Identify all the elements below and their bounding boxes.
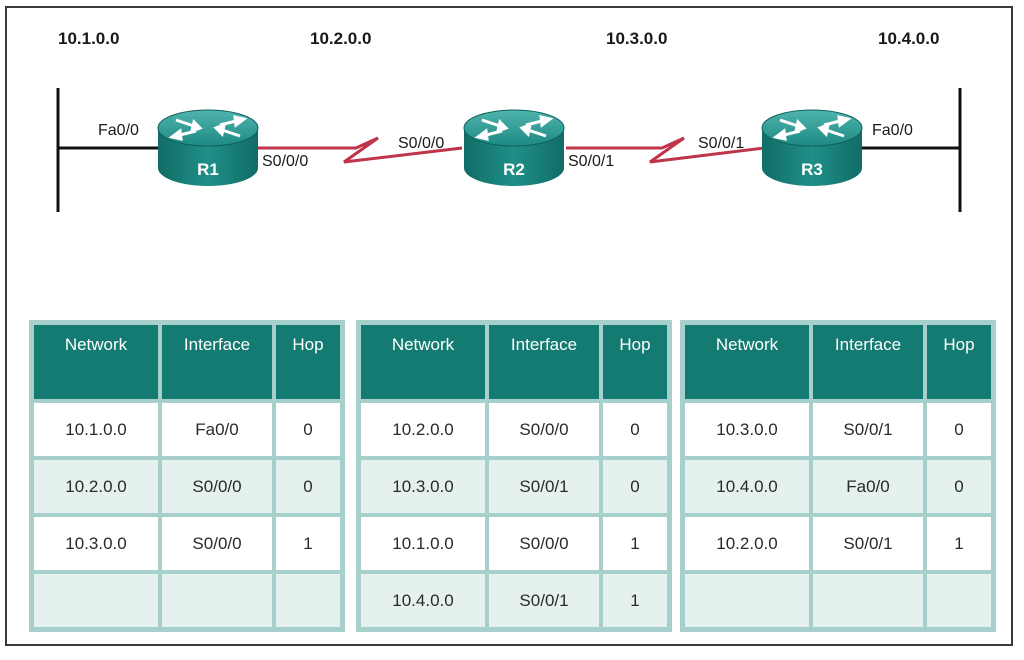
router-arrows-icon [474, 115, 554, 141]
router-arrows-icon [168, 115, 248, 141]
routing-table-r2: Network Interface Hop 10.2.0.0 S0/0/0 0 … [356, 320, 672, 632]
cell-network: 10.2.0.0 [359, 401, 487, 458]
cell-network: 10.1.0.0 [32, 401, 160, 458]
cell-network: 10.2.0.0 [32, 458, 160, 515]
table-row: 10.3.0.0 S0/0/1 0 [359, 458, 669, 515]
header-network: Network [683, 323, 811, 401]
cell-hop: 1 [601, 572, 669, 629]
cell-interface: S0/0/1 [487, 458, 601, 515]
serial-link-r1-r2 [258, 136, 463, 164]
header-hop: Hop [274, 323, 342, 401]
router-name: R3 [801, 160, 823, 179]
cell-hop [925, 572, 993, 629]
serial-link-r2-r3 [566, 136, 765, 164]
router-name: R2 [503, 160, 525, 179]
network-label-3: 10.3.0.0 [606, 29, 667, 48]
header-network: Network [359, 323, 487, 401]
cell-hop: 1 [274, 515, 342, 572]
table-row [32, 572, 342, 629]
header-interface: Interface [811, 323, 925, 401]
table-row: 10.1.0.0 Fa0/0 0 [32, 401, 342, 458]
cell-interface: S0/0/0 [487, 515, 601, 572]
cell-hop: 0 [925, 401, 993, 458]
cell-network: 10.4.0.0 [359, 572, 487, 629]
table-row: 10.3.0.0 S0/0/1 0 [683, 401, 993, 458]
routing-table-r1: Network Interface Hop 10.1.0.0 Fa0/0 0 1… [29, 320, 345, 632]
cell-hop: 1 [601, 515, 669, 572]
table-row: 10.2.0.0 S0/0/0 0 [32, 458, 342, 515]
cell-interface: S0/0/0 [160, 515, 274, 572]
table-row [683, 572, 993, 629]
table-row: 10.4.0.0 S0/0/1 1 [359, 572, 669, 629]
cell-hop: 0 [601, 458, 669, 515]
table-row: 10.2.0.0 S0/0/1 1 [683, 515, 993, 572]
r3-s0-0-1-label: S0/0/1 [698, 135, 744, 152]
router-r2: R2 [463, 109, 565, 186]
r1-fa0-0-label: Fa0/0 [98, 122, 139, 139]
cell-hop: 0 [925, 458, 993, 515]
cell-network: 10.4.0.0 [683, 458, 811, 515]
table-row: 10.4.0.0 Fa0/0 0 [683, 458, 993, 515]
network-topology: 10.1.0.0 10.2.0.0 10.3.0.0 10.4.0.0 R1 R… [56, 29, 962, 212]
cell-network [683, 572, 811, 629]
cell-interface: Fa0/0 [160, 401, 274, 458]
cell-network: 10.3.0.0 [683, 401, 811, 458]
header-interface: Interface [160, 323, 274, 401]
cell-network: 10.2.0.0 [683, 515, 811, 572]
table-row: 10.1.0.0 S0/0/0 1 [359, 515, 669, 572]
cell-interface: S0/0/1 [811, 401, 925, 458]
table-row: 10.3.0.0 S0/0/0 1 [32, 515, 342, 572]
header-hop: Hop [925, 323, 993, 401]
r1-s0-0-0-label: S0/0/0 [262, 153, 308, 170]
cell-hop: 1 [925, 515, 993, 572]
cell-interface: S0/0/0 [487, 401, 601, 458]
table-row: 10.2.0.0 S0/0/0 0 [359, 401, 669, 458]
router-r3: R3 [761, 109, 863, 186]
network-label-1: 10.1.0.0 [58, 29, 119, 48]
cell-hop [274, 572, 342, 629]
router-r1: R1 [157, 109, 259, 186]
cell-hop: 0 [274, 458, 342, 515]
r2-s0-0-1-label: S0/0/1 [568, 153, 614, 170]
cell-interface [160, 572, 274, 629]
header-network: Network [32, 323, 160, 401]
cell-interface [811, 572, 925, 629]
r3-fa0-0-label: Fa0/0 [872, 122, 913, 139]
cell-interface: S0/0/1 [811, 515, 925, 572]
routing-table-r3: Network Interface Hop 10.3.0.0 S0/0/1 0 … [680, 320, 996, 632]
router-name: R1 [197, 160, 219, 179]
network-label-2: 10.2.0.0 [310, 29, 371, 48]
header-hop: Hop [601, 323, 669, 401]
router-arrows-icon [772, 115, 852, 141]
cell-network: 10.3.0.0 [32, 515, 160, 572]
cell-network [32, 572, 160, 629]
network-label-4: 10.4.0.0 [878, 29, 939, 48]
cell-interface: S0/0/0 [160, 458, 274, 515]
cell-network: 10.3.0.0 [359, 458, 487, 515]
header-interface: Interface [487, 323, 601, 401]
cell-hop: 0 [601, 401, 669, 458]
cell-interface: S0/0/1 [487, 572, 601, 629]
cell-network: 10.1.0.0 [359, 515, 487, 572]
r2-s0-0-0-label: S0/0/0 [398, 135, 444, 152]
cell-hop: 0 [274, 401, 342, 458]
cell-interface: Fa0/0 [811, 458, 925, 515]
